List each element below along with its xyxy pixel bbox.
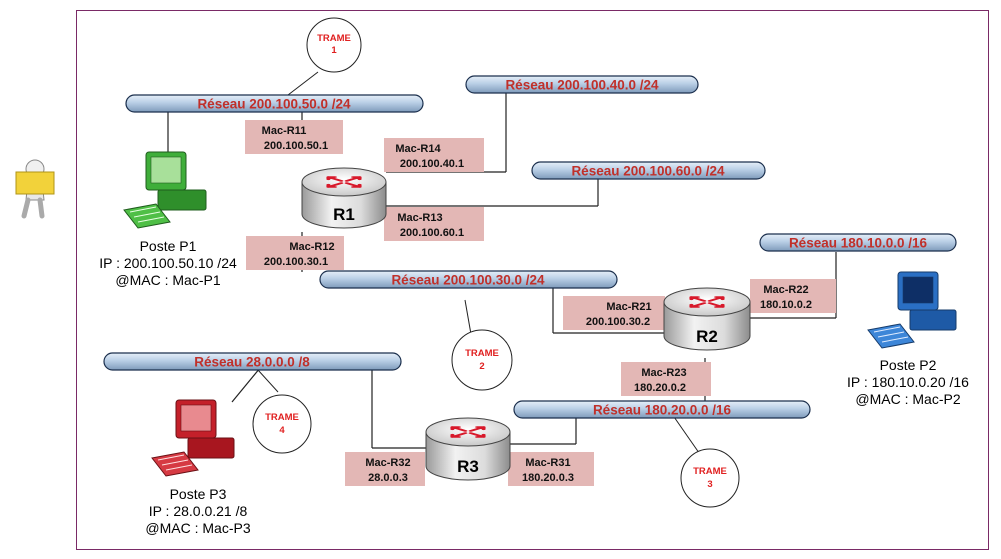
svg-text:28.0.0.3: 28.0.0.3 bbox=[368, 472, 408, 484]
computer-icon-p2 bbox=[867, 271, 957, 349]
host-p1: Poste P1 IP : 200.100.50.10 /24 @MAC : M… bbox=[78, 238, 258, 289]
bus-label: Réseau 200.100.50.0 /24 bbox=[197, 97, 351, 112]
host-p2: Poste P2 IP : 180.10.0.20 /16 @MAC : Mac… bbox=[828, 357, 988, 408]
trame-2: TRAME 2 bbox=[451, 329, 513, 391]
bus-label: Réseau 200.100.30.0 /24 bbox=[391, 273, 545, 288]
trame-4: TRAME 4 bbox=[252, 394, 312, 454]
computer-icon-p3 bbox=[151, 399, 235, 477]
network-buses: Réseau 200.100.50.0 /24 Réseau 200.100.4… bbox=[103, 75, 957, 419]
trame-1: TRAME 1 bbox=[306, 17, 362, 73]
computer-icon-p1 bbox=[123, 151, 207, 229]
bus-label: Réseau 28.0.0.0 /8 bbox=[194, 355, 310, 370]
svg-text:TRAME: TRAME bbox=[317, 33, 351, 44]
iface-r23: Mac-R23 180.20.0.2 bbox=[621, 362, 711, 396]
svg-text:200.100.30.2: 200.100.30.2 bbox=[586, 316, 650, 328]
svg-text:200.100.60.1: 200.100.60.1 bbox=[400, 227, 464, 239]
bus-180-10: Réseau 180.10.0.0 /16 bbox=[759, 233, 957, 252]
svg-text:Mac-R11: Mac-R11 bbox=[262, 125, 307, 137]
svg-text:2: 2 bbox=[479, 361, 484, 372]
router-label: R1 bbox=[333, 205, 355, 224]
router-label: R3 bbox=[457, 457, 479, 476]
host-name: Poste P3 bbox=[169, 486, 227, 502]
bus-label: Réseau 180.20.0.0 /16 bbox=[593, 403, 732, 418]
host-p3: Poste P3 IP : 28.0.0.21 /8 @MAC : Mac-P3 bbox=[118, 486, 278, 537]
bus-200-100-30: Réseau 200.100.30.0 /24 bbox=[319, 270, 618, 289]
svg-text:4: 4 bbox=[279, 425, 285, 436]
bus-200-100-50: Réseau 200.100.50.0 /24 bbox=[125, 94, 424, 113]
svg-text:180.20.0.2: 180.20.0.2 bbox=[634, 382, 686, 394]
bus-label: Réseau 180.10.0.0 /16 bbox=[789, 236, 928, 251]
iface-r22: Mac-R22 180.10.0.2 bbox=[750, 279, 836, 313]
bus-label: Réseau 200.100.40.0 /24 bbox=[505, 78, 659, 93]
bus-180-20: Réseau 180.20.0.0 /16 bbox=[513, 400, 811, 419]
iface-r13: Mac-R13 200.100.60.1 bbox=[384, 207, 484, 241]
svg-text:180.10.0.2: 180.10.0.2 bbox=[760, 299, 812, 311]
bus-label: Réseau 200.100.60.0 /24 bbox=[571, 164, 725, 179]
svg-text:200.100.30.1: 200.100.30.1 bbox=[264, 256, 328, 268]
router-r3: R3 bbox=[425, 417, 511, 481]
host-mac: @MAC : Mac-P2 bbox=[855, 391, 961, 407]
iface-r32: Mac-R32 28.0.0.3 bbox=[345, 452, 425, 486]
iface-r31: Mac-R31 180.20.0.3 bbox=[508, 452, 594, 486]
svg-text:1: 1 bbox=[331, 45, 337, 56]
bus-200-100-60: Réseau 200.100.60.0 /24 bbox=[531, 161, 766, 180]
host-ip: IP : 200.100.50.10 /24 bbox=[99, 255, 237, 271]
router-r1: R1 bbox=[301, 167, 387, 229]
host-name: Poste P1 bbox=[139, 238, 197, 254]
diagram-frame bbox=[76, 10, 989, 550]
svg-text:180.20.0.3: 180.20.0.3 bbox=[522, 472, 574, 484]
svg-text:TRAME: TRAME bbox=[693, 466, 727, 477]
trame-3: TRAME 3 bbox=[680, 448, 740, 508]
svg-text:TRAME: TRAME bbox=[265, 412, 299, 423]
interface-labels: Mac-R11 200.100.50.1 Mac-R14 200.100.40.… bbox=[245, 120, 836, 486]
svg-text:Mac-R13: Mac-R13 bbox=[397, 212, 442, 224]
router-r2: R2 bbox=[663, 287, 751, 351]
svg-text:Mac-R32: Mac-R32 bbox=[365, 457, 410, 469]
svg-text:Mac-R22: Mac-R22 bbox=[763, 284, 808, 296]
iface-r12: Mac-R12 200.100.30.1 bbox=[246, 236, 344, 270]
iface-r14: Mac-R14 200.100.40.1 bbox=[384, 138, 484, 172]
router-label: R2 bbox=[696, 327, 718, 346]
host-ip: IP : 180.10.0.20 /16 bbox=[847, 374, 969, 390]
svg-text:Mac-R14: Mac-R14 bbox=[395, 143, 441, 155]
host-ip: IP : 28.0.0.21 /8 bbox=[148, 503, 248, 519]
svg-text:200.100.40.1: 200.100.40.1 bbox=[400, 158, 464, 170]
person-carrying-box-icon bbox=[15, 159, 55, 219]
bus-28: Réseau 28.0.0.0 /8 bbox=[103, 352, 402, 371]
host-name: Poste P2 bbox=[879, 357, 937, 373]
host-mac: @MAC : Mac-P3 bbox=[145, 520, 251, 536]
svg-text:Mac-R23: Mac-R23 bbox=[641, 367, 686, 379]
svg-text:Mac-R21: Mac-R21 bbox=[606, 301, 651, 313]
iface-r21: Mac-R21 200.100.30.2 bbox=[563, 296, 665, 330]
svg-text:Mac-R12: Mac-R12 bbox=[289, 241, 334, 253]
iface-r11: Mac-R11 200.100.50.1 bbox=[245, 120, 343, 154]
svg-text:200.100.50.1: 200.100.50.1 bbox=[264, 140, 328, 152]
svg-text:Mac-R31: Mac-R31 bbox=[525, 457, 570, 469]
bus-200-100-40: Réseau 200.100.40.0 /24 bbox=[465, 75, 699, 94]
host-mac: @MAC : Mac-P1 bbox=[115, 272, 221, 288]
svg-text:TRAME: TRAME bbox=[465, 348, 499, 359]
svg-text:3: 3 bbox=[707, 479, 712, 490]
